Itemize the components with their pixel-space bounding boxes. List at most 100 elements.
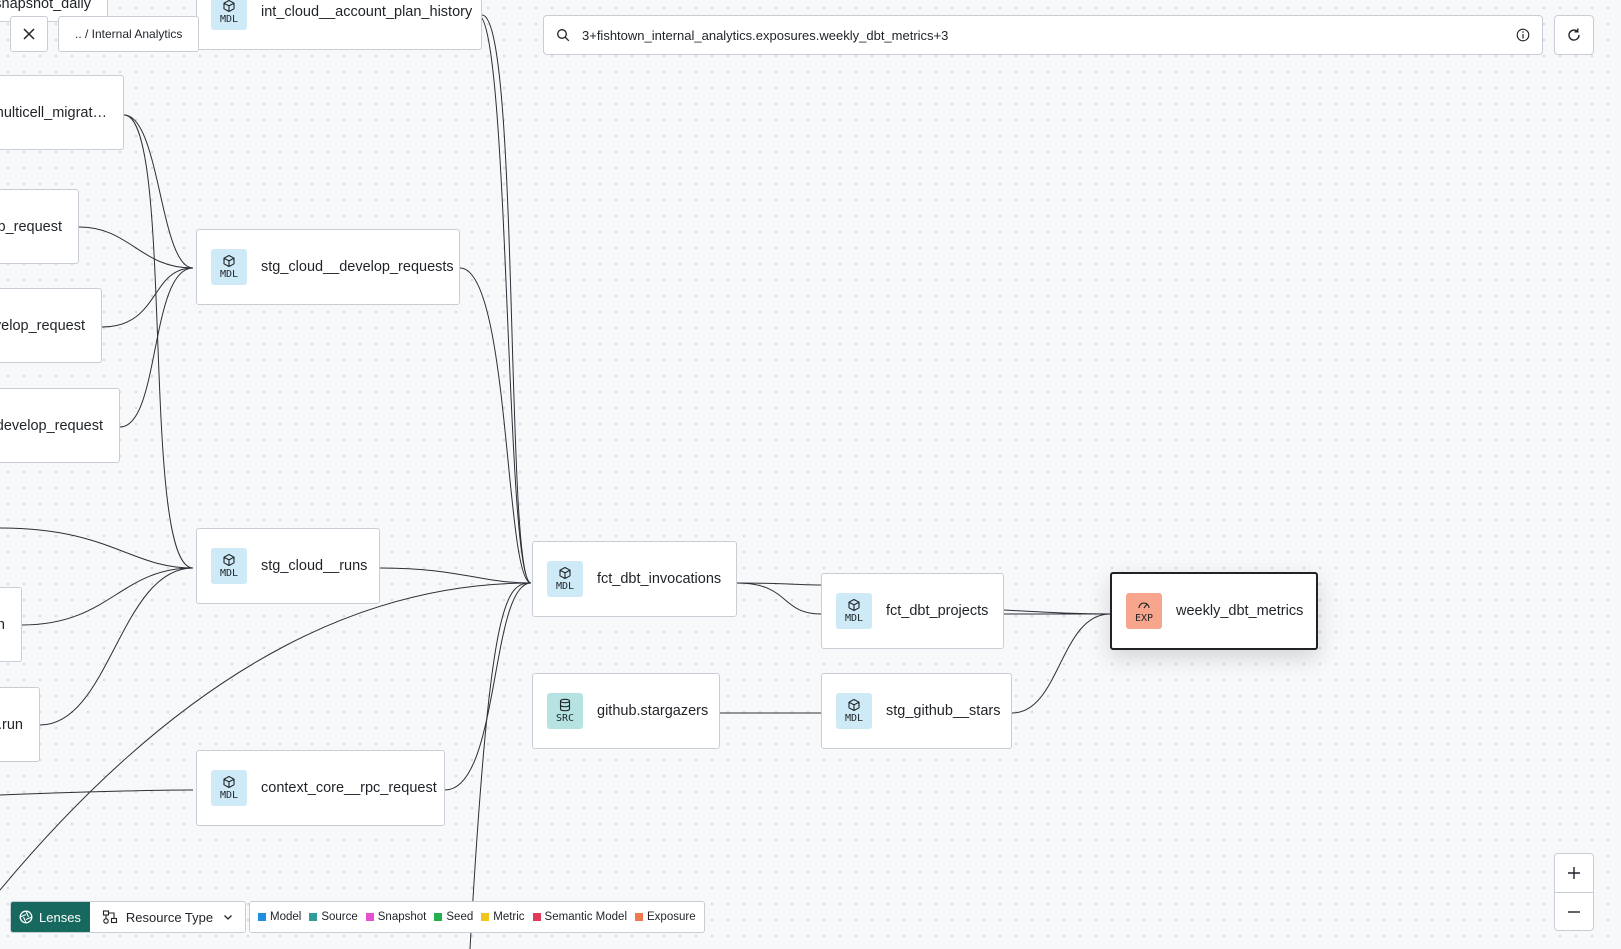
- resource-type-dropdown[interactable]: Resource Type: [90, 902, 245, 932]
- node-n[interactable]: n: [0, 587, 22, 662]
- node-stg-cloud-develop-requests[interactable]: MDL stg_cloud__develop_requests: [196, 229, 460, 305]
- node-label: .develop_request: [0, 417, 103, 434]
- node-label: n: [0, 617, 5, 633]
- resource-legend: Model Source Snapshot Seed Metric Semant…: [249, 901, 705, 933]
- edge: [0, 527, 194, 569]
- breadcrumb[interactable]: .. / Internal Analytics: [58, 16, 200, 52]
- lenses-label: Lenses: [39, 909, 81, 925]
- cube-icon: [848, 598, 860, 612]
- node-run[interactable]: .run: [0, 687, 40, 762]
- edge: [477, 14, 532, 584]
- edge: [481, 14, 532, 584]
- node-label: fct_dbt_projects: [886, 603, 989, 619]
- edge: [0, 582, 532, 891]
- legend-semantic-model: Semantic Model: [532, 911, 628, 923]
- refresh-button[interactable]: [1554, 15, 1594, 55]
- zoom-out-button[interactable]: [1555, 892, 1593, 931]
- edge: [119, 267, 194, 428]
- edge: [39, 567, 194, 726]
- node-fct-dbt-invocations[interactable]: MDL fct_dbt_invocations: [532, 541, 737, 617]
- legend-metric: Metric: [481, 911, 525, 923]
- cube-icon: [559, 566, 571, 580]
- node-context-core-rpc-request[interactable]: MDL context_core__rpc_request: [196, 750, 445, 826]
- hierarchy-icon: [102, 909, 118, 925]
- node-type-code: MDL: [219, 568, 239, 579]
- node-stg-cloud-runs[interactable]: MDL stg_cloud__runs: [196, 528, 380, 604]
- node-github-stargazers[interactable]: SRC github.stargazers: [532, 673, 720, 749]
- lenses-icon: [19, 910, 33, 924]
- model-badge: MDL: [211, 770, 247, 806]
- node-op-request[interactable]: op_request: [0, 189, 79, 264]
- cube-icon: [223, 775, 235, 789]
- edge: [1003, 609, 1111, 615]
- search-bar[interactable]: [543, 15, 1543, 55]
- node-type-code: MDL: [555, 581, 575, 592]
- node-type-code: MDL: [844, 713, 864, 724]
- lenses-button[interactable]: Lenses: [11, 902, 90, 932]
- legend-swatch: [258, 913, 266, 921]
- node-label: op_request: [0, 218, 62, 235]
- search-input[interactable]: [580, 26, 1516, 44]
- legend-label: Snapshot: [377, 911, 427, 923]
- source-badge: SRC: [547, 693, 583, 729]
- node-stg-github-stars[interactable]: MDL stg_github__stars: [821, 673, 1012, 749]
- node-weekly-dbt-metrics[interactable]: EXP weekly_dbt_metrics: [1110, 572, 1318, 650]
- legend-label: Seed: [446, 911, 474, 923]
- node-fct-dbt-projects[interactable]: MDL fct_dbt_projects: [821, 573, 1004, 649]
- node-velop-request[interactable]: velop_request: [0, 288, 102, 363]
- edge: [459, 267, 532, 584]
- close-icon: [23, 28, 35, 40]
- model-badge: MDL: [211, 548, 247, 584]
- legend-swatch: [481, 913, 490, 921]
- node-multicell-migration[interactable]: multicell_migrat…: [0, 75, 124, 150]
- legend-label: Source: [321, 911, 358, 923]
- model-badge: MDL: [836, 693, 872, 729]
- legend-exposure: Exposure: [635, 911, 696, 923]
- cube-icon: [223, 0, 235, 13]
- node-type-code: MDL: [219, 790, 239, 801]
- node-int-cloud-account-plan-history[interactable]: MDL int_cloud__account_plan_history: [196, 0, 482, 50]
- resource-type-label: Resource Type: [125, 909, 214, 925]
- cube-icon: [848, 698, 860, 712]
- exposure-badge: EXP: [1126, 593, 1162, 629]
- cube-icon: [223, 553, 235, 567]
- model-badge: MDL: [211, 249, 247, 285]
- model-badge: MDL: [836, 593, 872, 629]
- legend-swatch: [365, 913, 374, 921]
- refresh-icon: [1568, 28, 1580, 41]
- info-icon[interactable]: [1516, 28, 1530, 42]
- node-label: context_core__rpc_request: [261, 780, 437, 796]
- legend-swatch: [635, 913, 644, 921]
- edge: [469, 582, 532, 949]
- node-type-code: MDL: [219, 14, 239, 25]
- legend-seed: Seed: [434, 911, 473, 923]
- chevron-down-icon: [223, 912, 233, 922]
- plus-icon: [1568, 867, 1580, 879]
- node-label: int_cloud__account_plan_history: [261, 4, 473, 20]
- edge: [736, 582, 822, 586]
- node-develop-request[interactable]: .develop_request: [0, 388, 120, 463]
- legend-source: Source: [309, 911, 358, 923]
- lens-toolbar: Lenses Resource Type: [10, 901, 247, 933]
- zoom-in-button[interactable]: [1555, 854, 1593, 892]
- legend-label: Metric: [493, 911, 525, 923]
- legend-label: Semantic Model: [544, 911, 628, 923]
- close-button[interactable]: [10, 16, 48, 52]
- legend-swatch: [309, 913, 318, 921]
- node-label: velop_request: [0, 317, 85, 334]
- node-type-code: EXP: [1134, 613, 1154, 624]
- legend-swatch: [434, 913, 443, 921]
- edge: [736, 582, 822, 615]
- edge: [0, 789, 194, 796]
- node-type-code: MDL: [219, 269, 239, 280]
- node-label: .run: [0, 716, 23, 733]
- model-badge: MDL: [547, 561, 583, 597]
- node-label: weekly_dbt_metrics: [1176, 603, 1304, 619]
- legend-model: Model: [258, 911, 301, 923]
- node-label: multicell_migrat…: [0, 104, 107, 121]
- minus-icon: [1568, 911, 1580, 913]
- node-label: snapshot_daily: [0, 0, 91, 12]
- edge: [123, 114, 194, 269]
- edge: [21, 567, 194, 626]
